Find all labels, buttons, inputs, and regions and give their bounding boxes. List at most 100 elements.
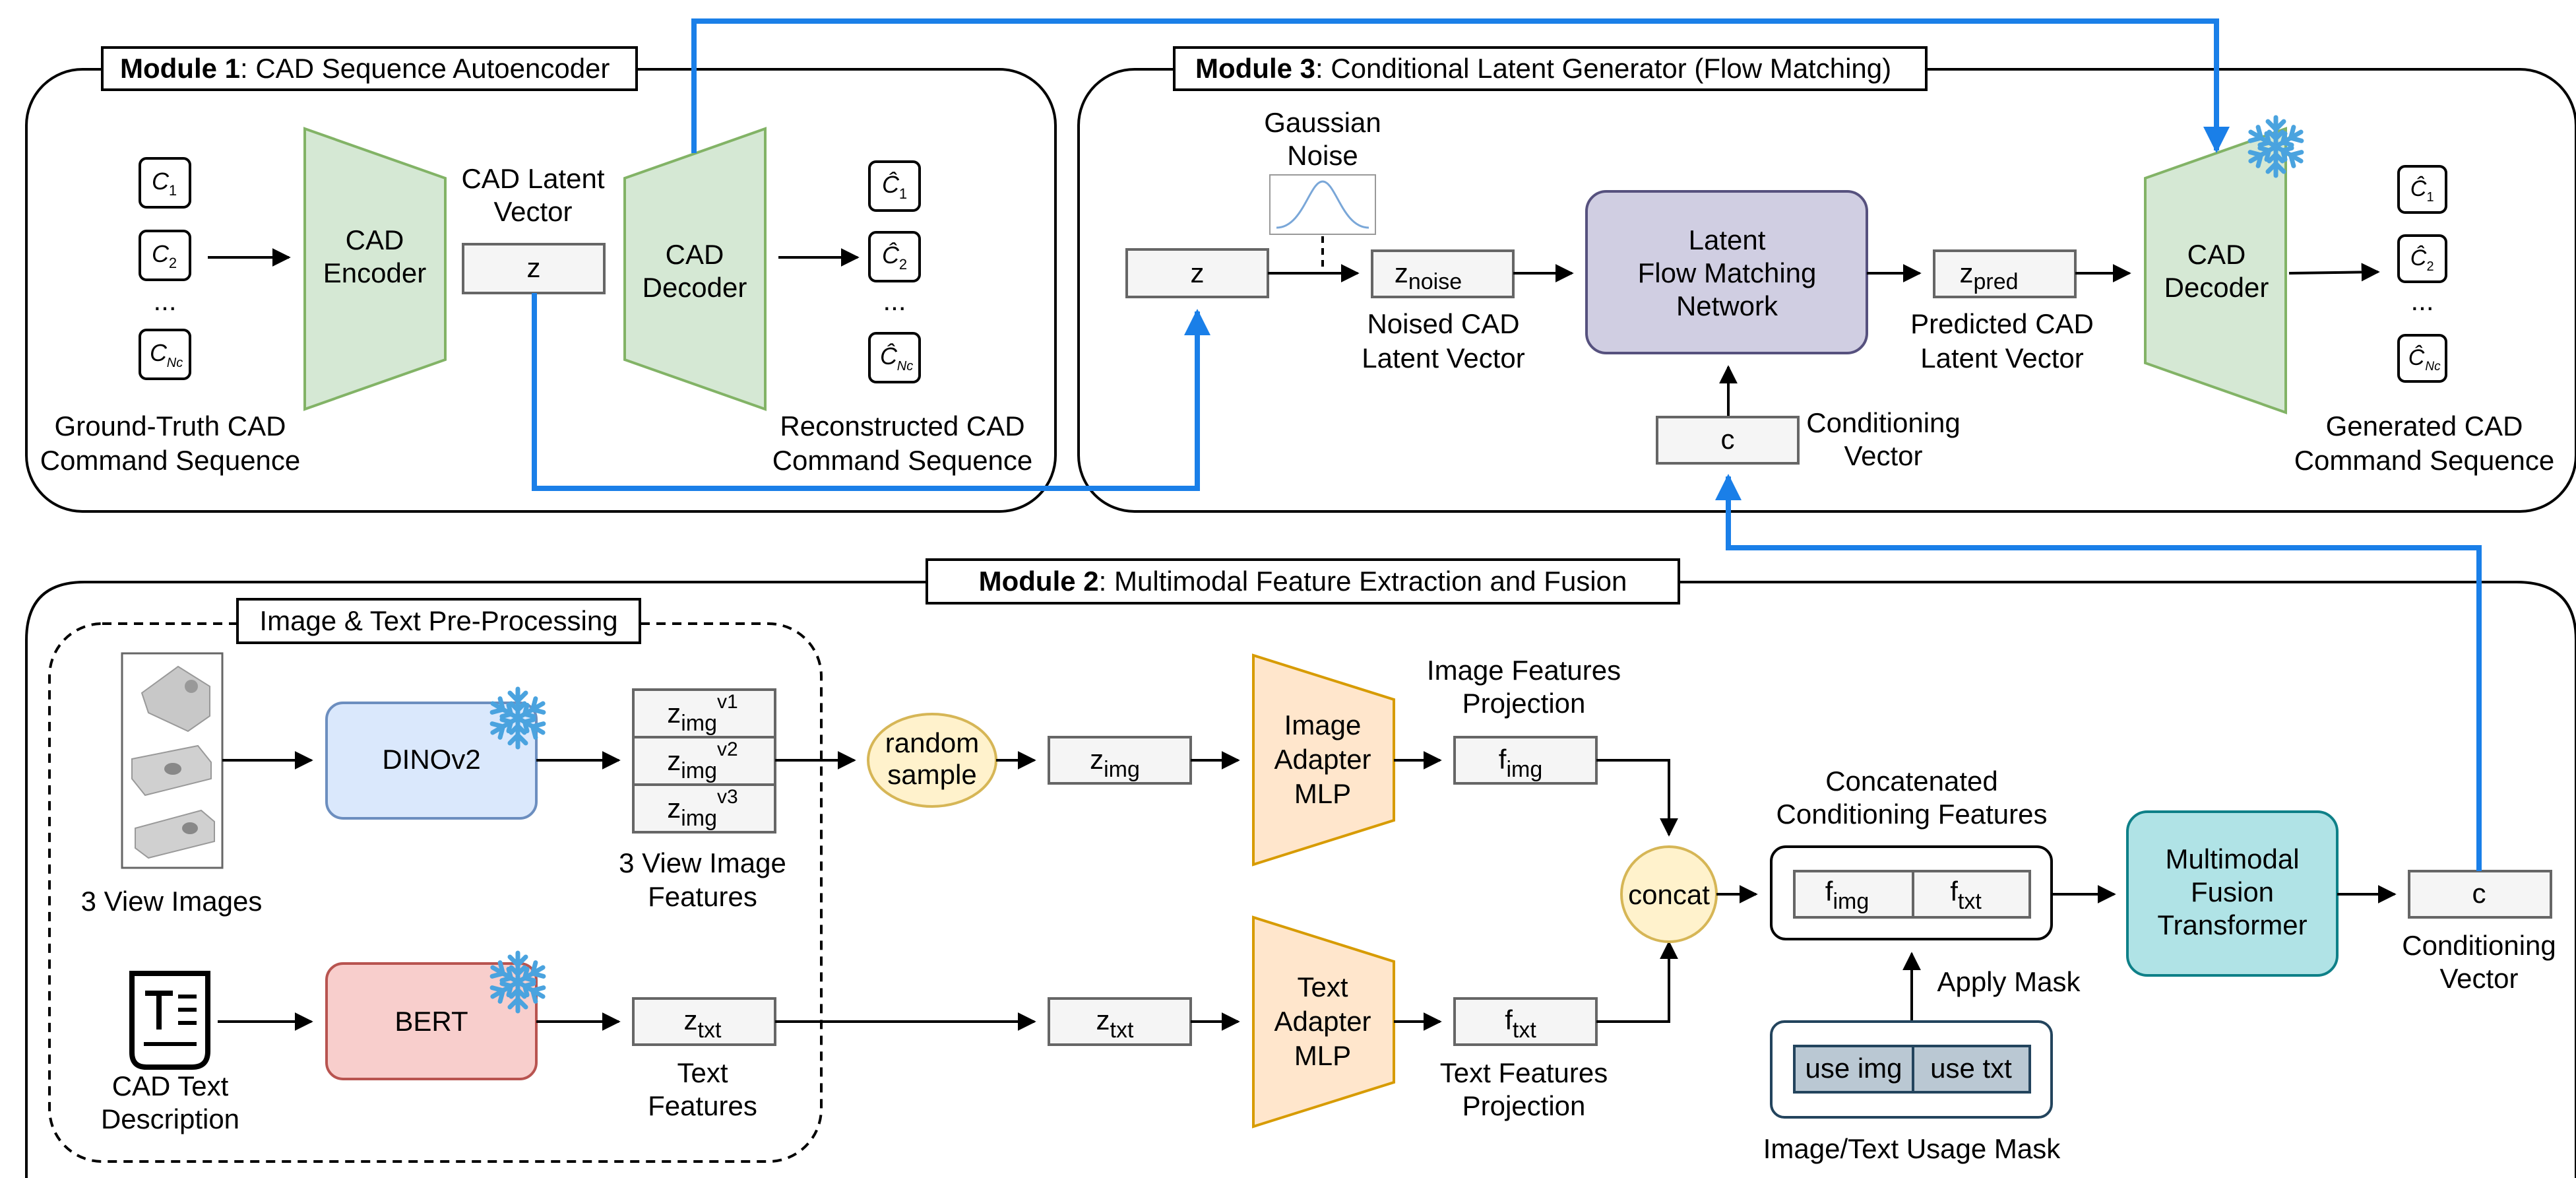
module1: Module 1: CAD Sequence Autoencoder C 1 C… — [25, 46, 1057, 513]
svg-text:Ĉ: Ĉ — [882, 242, 900, 269]
cad-decoder-m1 — [623, 127, 767, 411]
zimg-v3-label: zimgv3 — [667, 786, 738, 831]
ftxt-box — [1453, 997, 1598, 1046]
noised-label-line1: Noised CAD — [1367, 308, 1519, 339]
ztxt2-box — [1048, 997, 1192, 1046]
mask-label: Image/Text Usage Mask — [1763, 1133, 2061, 1164]
ztxt-box — [632, 997, 776, 1046]
zpred-box — [1933, 249, 2077, 298]
zimg-v2-box — [632, 736, 776, 786]
module2-title-box — [926, 558, 1680, 605]
img-adapter-line1: Image — [1284, 709, 1362, 740]
recon-label-line1: Reconstructed CAD — [780, 410, 1024, 442]
preproc-title: Image & Text Pre-Processing — [259, 605, 617, 636]
zimg-sampled-box — [1048, 736, 1192, 785]
module2-title: Module 2: Multimodal Feature Extraction … — [979, 566, 1627, 597]
zimg-sampled-label: zimg — [1090, 744, 1140, 782]
txt-proj-line1: Text Features — [1440, 1057, 1608, 1088]
flow-line2: Flow Matching — [1638, 257, 1817, 288]
blue-flow-decoder-weights — [691, 18, 2230, 153]
concat-feat-line1: Concatenated — [1825, 766, 1998, 797]
fimg-label: fimg — [1499, 744, 1542, 782]
gaussian-label-line1: Gaussian — [1264, 107, 1381, 138]
dinov2-label: DINOv2 — [382, 744, 480, 775]
view-images-thumbnail — [121, 652, 224, 869]
use-txt-cell — [1912, 1045, 2031, 1094]
img-adapter-line3: MLP — [1294, 778, 1351, 809]
gen-token-c1-hat: Ĉ 1 — [2397, 165, 2447, 214]
module3-title: Module 3: Conditional Latent Generator (… — [1195, 53, 1891, 84]
gaussian-curve-icon — [1269, 174, 1376, 235]
m3-z-label: z — [1191, 257, 1205, 288]
concat-ftxt-label: ftxt — [1950, 876, 1982, 914]
m2-c-box — [2408, 870, 2552, 919]
svg-text:Nc: Nc — [2425, 360, 2441, 374]
output-ellipsis: ... — [883, 285, 906, 316]
svg-text:Ĉ: Ĉ — [880, 343, 898, 370]
bert-label: BERT — [394, 1006, 468, 1037]
text-desc-line2: Description — [101, 1103, 239, 1134]
recon-label-line2: Command Sequence — [772, 445, 1033, 476]
m3-c-label: c — [1721, 424, 1735, 455]
use-txt-label: use txt — [1930, 1053, 2012, 1084]
preproc-title-box — [236, 598, 641, 644]
arrow-fimg-to-concat — [1596, 759, 1678, 837]
latent-z-box — [462, 243, 606, 294]
text-feat-line1: Text — [677, 1057, 728, 1088]
random-line2: sample — [887, 759, 976, 790]
output-token-cnc-hat: Ĉ Nc — [868, 332, 921, 383]
fusion-line3: Transformer — [2157, 909, 2307, 940]
m2-c-label: c — [2472, 878, 2486, 909]
svg-text:C: C — [152, 240, 170, 267]
zpred-label: zpred — [1959, 257, 2018, 294]
svg-text:2: 2 — [899, 256, 907, 273]
noised-label-line2: Latent Vector — [1362, 343, 1525, 374]
svg-text:Ĉ: Ĉ — [882, 171, 900, 198]
arrow-ftxt-to-concat — [1596, 940, 1678, 1023]
views-label: 3 View Images — [81, 886, 263, 917]
svg-text:Ĉ: Ĉ — [2408, 345, 2425, 370]
txt-adapter-line2: Adapter — [1274, 1006, 1371, 1037]
blue-flow-conditioning — [1715, 474, 2482, 871]
arrow-decoder-to-generated — [2288, 263, 2380, 282]
latent-z-label: z — [527, 252, 541, 283]
module2: Module 2: Multimodal Feature Extraction … — [25, 558, 2576, 1178]
cad-decoder-m3-line2: Decoder — [2164, 272, 2269, 303]
m3-cond-line2: Vector — [1844, 440, 1922, 471]
concat-ftxt-cell — [1912, 870, 2031, 919]
gt-label-line2: Command Sequence — [40, 445, 301, 476]
svg-text:Nc: Nc — [167, 356, 183, 370]
m2-cond-line2: Vector — [2439, 963, 2518, 994]
cad-decoder-m1-line2: Decoder — [643, 272, 747, 303]
module1-title: Module 1: CAD Sequence Autoencoder — [120, 53, 610, 84]
znoise-label: znoise — [1395, 257, 1462, 294]
svg-text:C: C — [152, 168, 170, 195]
svg-text:2: 2 — [169, 255, 177, 271]
input-token-cnc: C Nc — [139, 329, 191, 380]
img-proj-line2: Projection — [1462, 688, 1586, 719]
pred-label-line1: Predicted CAD — [1910, 308, 2094, 339]
cad-decoder-m3-line1: CAD — [2187, 239, 2246, 270]
output-token-c2-hat: Ĉ 2 — [868, 231, 921, 282]
zimg-v1-label: zimgv1 — [667, 691, 738, 736]
concat-fimg-cell — [1793, 870, 1914, 919]
apply-mask-label: Apply Mask — [1937, 966, 2081, 997]
txt-proj-line2: Projection — [1462, 1090, 1586, 1121]
input-token-c1: C 1 — [139, 157, 191, 209]
cad-encoder-line1: CAD — [346, 224, 404, 255]
pred-label-line2: Latent Vector — [1920, 343, 2084, 374]
txt-adapter-line3: MLP — [1294, 1040, 1351, 1071]
svg-text:2: 2 — [2426, 259, 2434, 274]
latent-label-line1: CAD Latent — [461, 163, 604, 194]
view-feat-line2: Features — [648, 881, 757, 912]
m2-cond-line1: Conditioning — [2402, 930, 2556, 961]
txt-adapter-line1: Text — [1297, 971, 1348, 1002]
view-feat-line1: 3 View Image — [619, 847, 786, 878]
cad-encoder-line2: Encoder — [323, 257, 426, 288]
module1-title-box — [101, 46, 638, 91]
zimg-v2-label: zimgv2 — [667, 738, 738, 783]
text-document-icon — [129, 971, 210, 1070]
use-img-label: use img — [1805, 1053, 1902, 1084]
cad-decoder-m1-line1: CAD — [666, 239, 724, 270]
